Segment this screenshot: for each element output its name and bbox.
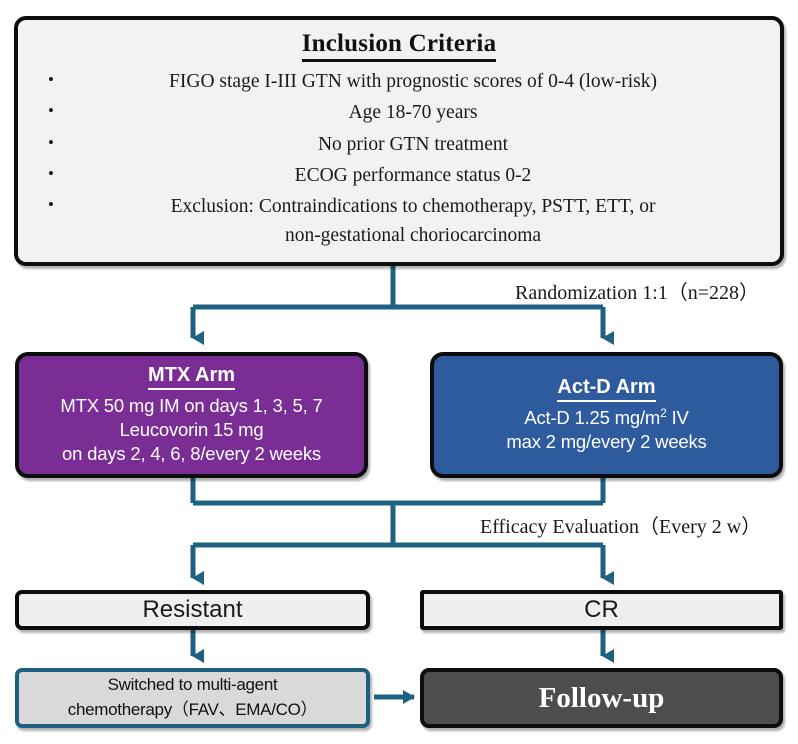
criteria-item: Exclusion: Contraindications to chemothe… xyxy=(40,192,758,251)
mtx-arm-line-1: MTX 50 mg IM on days 1, 3, 5, 7 xyxy=(60,394,323,416)
inclusion-criteria-list: FIGO stage I-III GTN with prognostic sco… xyxy=(40,67,758,254)
criteria-item: FIGO stage I-III GTN with prognostic sco… xyxy=(40,67,758,97)
inclusion-criteria-box: Inclusion Criteria FIGO stage I-III GTN … xyxy=(14,16,784,266)
switch-line-1: Switched to multi-agent xyxy=(107,675,278,695)
mtx-arm-box: MTX Arm MTX 50 mg IM on days 1, 3, 5, 7 … xyxy=(15,352,368,478)
followup-box: Follow-up xyxy=(420,668,783,728)
criteria-item-continuation: non-gestational choriocarcinoma xyxy=(284,225,542,247)
actd-arm-line-2: max 2 mg/every 2 weeks xyxy=(506,431,707,452)
switch-line-2: chemotherapy（FAV、EMA/CO） xyxy=(67,700,318,719)
resistant-box: Resistant xyxy=(15,590,370,630)
criteria-item: Age 18-70 years xyxy=(40,98,758,128)
switch-chemotherapy-box: Switched to multi-agent chemotherapy（FAV… xyxy=(15,668,370,728)
mtx-arm-line-3: on days 2, 4, 6, 8/every 2 weeks xyxy=(62,443,321,465)
followup-label: Follow-up xyxy=(538,681,665,714)
criteria-item: ECOG performance status 0-2 xyxy=(40,161,758,191)
criteria-item: No prior GTN treatment xyxy=(40,130,758,160)
cr-label: CR xyxy=(584,596,619,623)
actd-arm-line-1: Act-D 1.25 mg/m2 IV xyxy=(524,405,689,428)
randomization-label: Randomization 1:1（n=228） xyxy=(515,282,760,304)
inclusion-criteria-title: Inclusion Criteria xyxy=(40,30,758,62)
mtx-arm-title: MTX Arm xyxy=(147,364,236,390)
resistant-label: Resistant xyxy=(142,596,243,623)
efficacy-evaluation-label: Efficacy Evaluation（Every 2 w） xyxy=(480,516,762,538)
cr-box: CR xyxy=(420,590,783,630)
mtx-arm-line-2: Leucovorin 15 mg xyxy=(119,418,264,440)
actd-arm-title: Act-D Arm xyxy=(557,376,656,402)
actd-dose-superscript: 2 xyxy=(660,405,667,420)
actd-arm-box: Act-D Arm Act-D 1.25 mg/m2 IV max 2 mg/e… xyxy=(430,352,783,478)
